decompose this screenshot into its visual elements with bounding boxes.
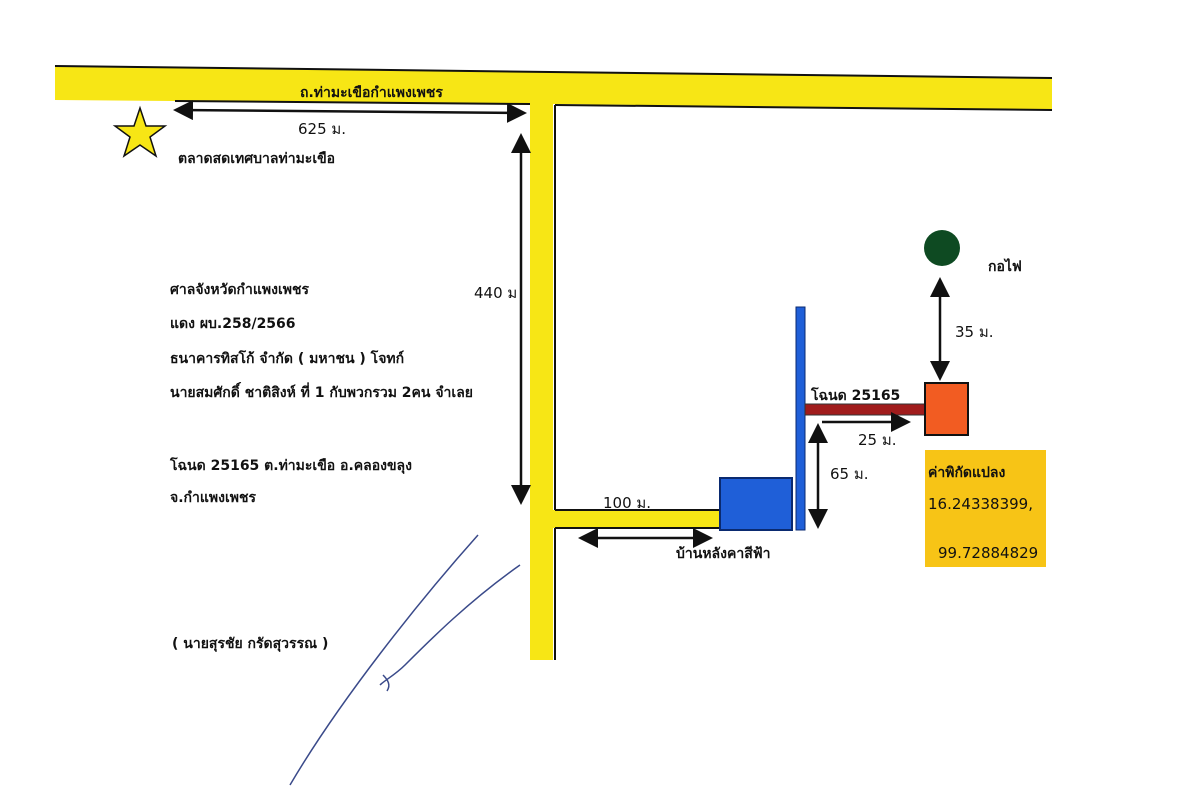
case-number: แดง ผบ.258/2566 bbox=[170, 316, 296, 332]
distance-65: 65 ม. bbox=[830, 465, 869, 483]
side-road bbox=[530, 100, 553, 660]
distance-25: 25 ม. bbox=[858, 431, 897, 449]
blue-house-label: บ้านหลังคาสีฟ้า bbox=[676, 546, 771, 562]
pole-label: กอไฟ bbox=[988, 259, 1022, 275]
branch-road bbox=[553, 510, 720, 528]
plot-label: โฉนด 25165 bbox=[811, 388, 901, 404]
main-road bbox=[55, 66, 1052, 110]
deed-info: โฉนด 25165 ต.ท่ามะเขือ อ.คลองขลุง bbox=[170, 458, 412, 474]
electric-pole-icon bbox=[924, 230, 960, 266]
signature bbox=[289, 534, 521, 786]
main-road-edge bbox=[54, 65, 1053, 79]
coordinate-title: ค่าพิกัดแปลง bbox=[928, 465, 1006, 481]
distance-625: 625 ม. bbox=[298, 120, 347, 138]
longitude: 99.72884829 bbox=[938, 544, 1039, 562]
blue-house bbox=[719, 477, 793, 531]
blue-lane bbox=[795, 306, 806, 531]
case-court: ศาลจังหวัดกำแพงเพชร bbox=[170, 282, 310, 298]
main-road-label: ถ.ท่ามะเขือกำแพงเพชร bbox=[300, 85, 443, 101]
market-label: ตลาดสดเทศบาลท่ามะเขือ bbox=[178, 151, 336, 167]
deed-province: จ.กำแพงเพชร bbox=[170, 490, 256, 506]
distance-440: 440 ม bbox=[474, 284, 518, 302]
latitude: 16.24338399, bbox=[928, 495, 1033, 513]
arrow-625 bbox=[173, 100, 527, 123]
case-plaintiff: ธนาคารทิสโก้ จำกัด ( มหาชน ) โจทก์ bbox=[170, 351, 405, 367]
case-defendant: นายสมศักดิ์ ชาติสิงห์ ที่ 1 กับพวกรวม 2ค… bbox=[170, 385, 473, 401]
signatory-name: ( นายสุรชัย กรัดสุวรรณ ) bbox=[172, 636, 329, 652]
main-road-edge bbox=[554, 104, 1053, 111]
dimension-arrows bbox=[173, 100, 950, 548]
coordinate-box: ค่าพิกัดแปลง 16.24338399, 99.72884829 bbox=[925, 450, 1046, 567]
market-star-icon bbox=[112, 105, 168, 158]
plot-marker bbox=[924, 382, 969, 436]
distance-35: 35 ม. bbox=[955, 323, 994, 341]
distance-100: 100 ม. bbox=[603, 494, 652, 512]
